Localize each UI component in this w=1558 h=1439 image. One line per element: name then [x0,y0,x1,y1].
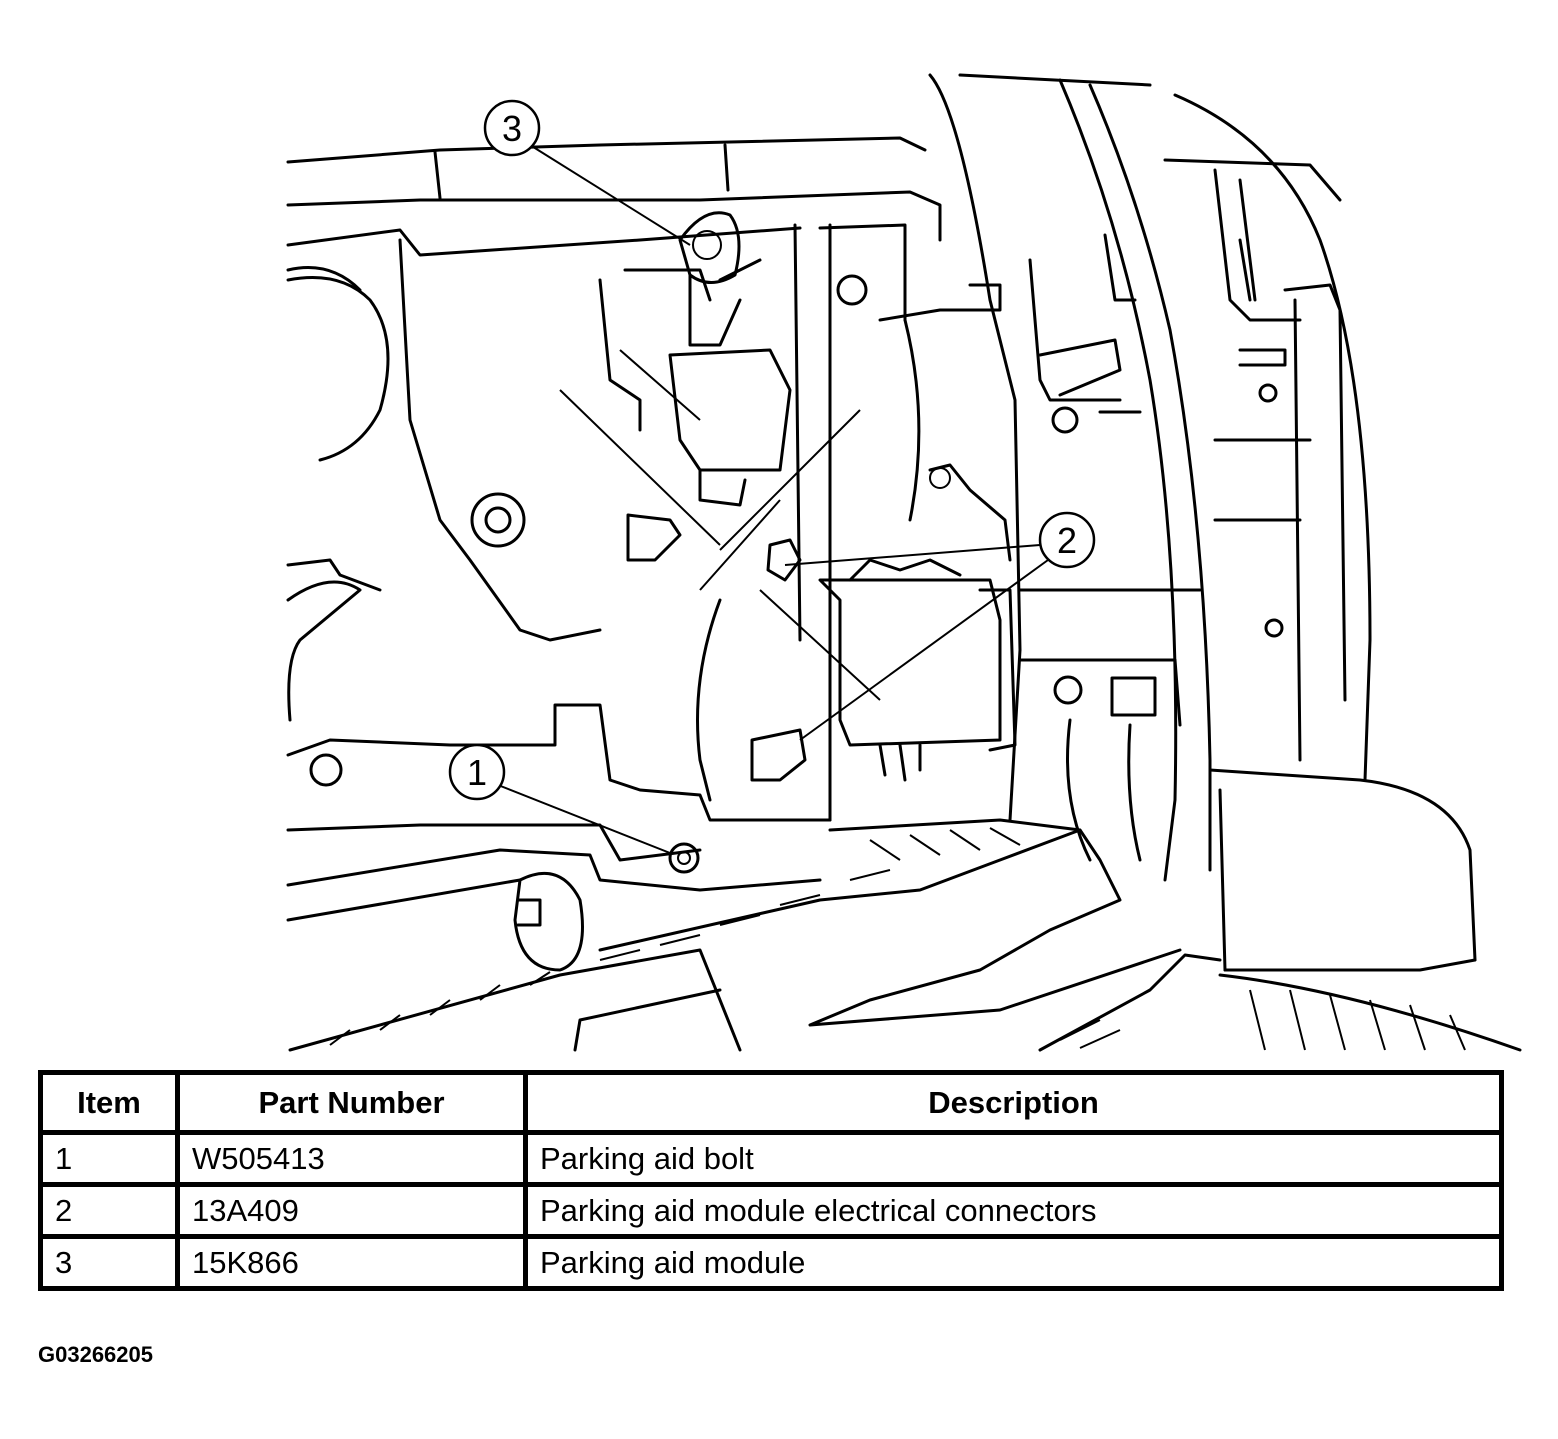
svg-text:3: 3 [502,108,522,149]
parking-aid-module-illustration: 3 2 1 [286,73,1522,1052]
cell-description: Parking aid module electrical connectors [523,1182,1504,1239]
callout-2: 2 [1038,511,1096,569]
parts-table: Item Part Number Description 1 W505413 P… [38,1070,1504,1291]
header-description: Description [523,1070,1504,1135]
cell-item: 3 [38,1234,180,1291]
cell-description: Parking aid module [523,1234,1504,1291]
header-item: Item [38,1070,180,1135]
header-part-number: Part Number [175,1070,528,1135]
cell-item: 2 [38,1182,180,1239]
cell-part-number: 15K866 [175,1234,528,1291]
cell-description: Parking aid bolt [523,1130,1504,1187]
cell-part-number: W505413 [175,1130,528,1187]
table-header-row: Item Part Number Description [38,1070,1504,1135]
figure-id-label: G03266205 [38,1342,153,1367]
table-row: 2 13A409 Parking aid module electrical c… [38,1182,1504,1239]
svg-text:2: 2 [1057,520,1077,561]
callout-3: 3 [483,99,541,157]
vehicle-rear-line-drawing: 3 2 1 [286,73,1522,1052]
svg-text:1: 1 [467,752,487,793]
cell-item: 1 [38,1130,180,1187]
table-row: 3 15K866 Parking aid module [38,1234,1504,1291]
callout-1: 1 [448,743,506,801]
table-row: 1 W505413 Parking aid bolt [38,1130,1504,1187]
cell-part-number: 13A409 [175,1182,528,1239]
